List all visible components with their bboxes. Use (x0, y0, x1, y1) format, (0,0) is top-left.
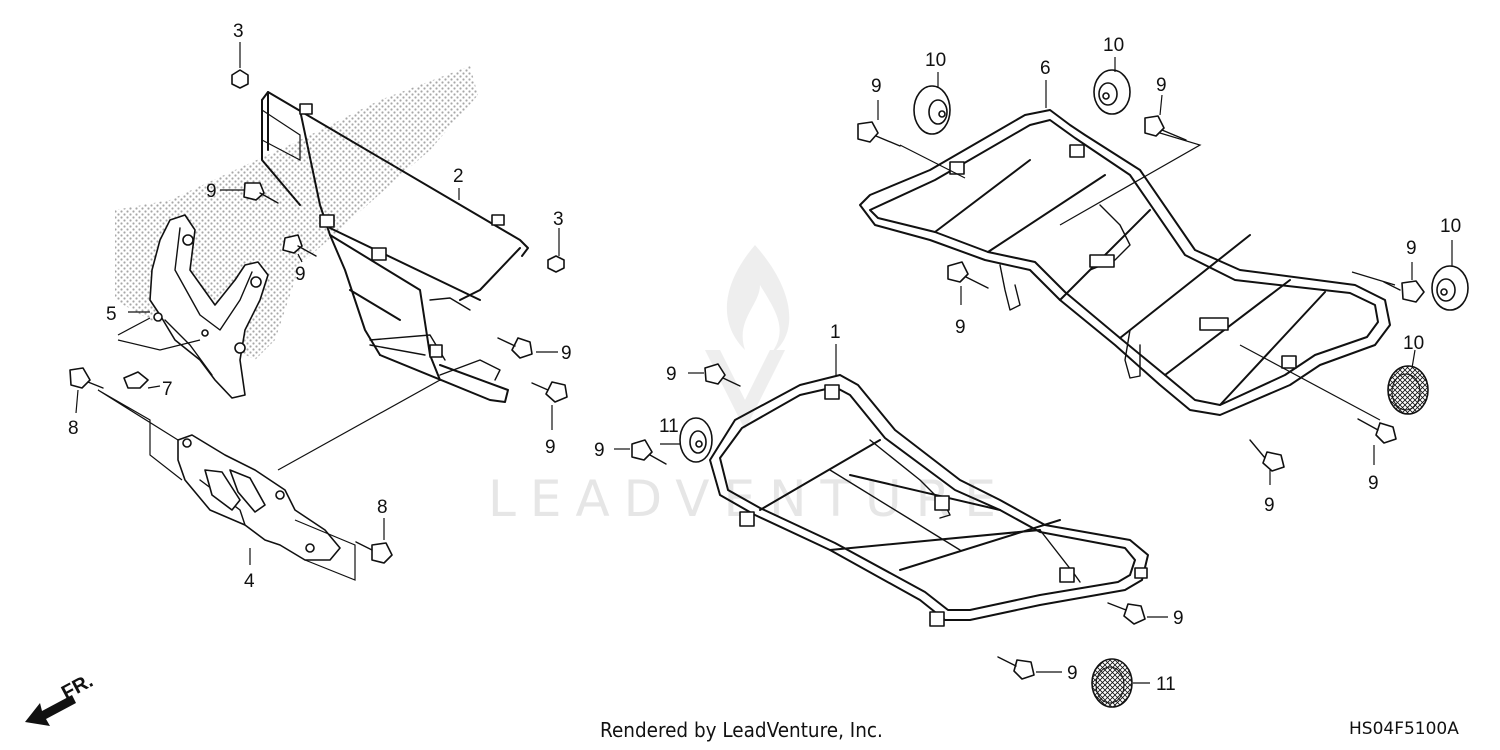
front-direction-arrow: FR. (25, 670, 97, 726)
front-direction-label: FR. (58, 670, 97, 705)
front-carrier (261, 91, 529, 403)
watermark-logo (705, 245, 790, 430)
callout-9: 9 (1406, 238, 1417, 259)
callout-9: 9 (1264, 495, 1275, 516)
callout-9: 9 (295, 264, 306, 285)
callouts: 3 2 3 9 9 9 9 5 7 8 8 4 1 9 9 11 6 9 10 … (68, 21, 1461, 695)
callout-10: 10 (1103, 35, 1124, 56)
callout-11: 11 (1156, 674, 1176, 695)
callout-5: 5 (106, 304, 117, 325)
callout-6: 6 (1040, 58, 1051, 79)
callout-9: 9 (561, 343, 572, 364)
callout-8: 8 (377, 497, 388, 518)
callout-10: 10 (1440, 216, 1461, 237)
diagram-code: HS04F5100A (1349, 719, 1459, 739)
callout-4: 4 (244, 571, 255, 592)
fender-shading (115, 66, 478, 360)
bolts (69, 69, 1469, 708)
callout-11: 11 (659, 416, 679, 437)
callout-9: 9 (871, 76, 882, 97)
callout-9: 9 (1156, 75, 1167, 96)
callout-9: 9 (666, 364, 677, 385)
callout-9: 9 (1067, 663, 1078, 684)
rendered-by-credit: Rendered by LeadVenture, Inc. (600, 718, 883, 742)
skid-plate (97, 379, 441, 581)
callout-3: 3 (553, 209, 564, 230)
callout-9: 9 (594, 440, 605, 461)
callout-3: 3 (233, 21, 244, 42)
callout-8: 8 (68, 418, 79, 439)
callout-10: 10 (925, 50, 946, 71)
callout-10: 10 (1403, 333, 1424, 354)
callout-9: 9 (1368, 473, 1379, 494)
callout-2: 2 (453, 166, 464, 187)
leader-lines (75, 42, 1453, 684)
callout-9: 9 (545, 437, 556, 458)
callout-7: 7 (162, 379, 173, 400)
callout-9: 9 (206, 181, 217, 202)
side-bracket (117, 214, 269, 399)
callout-1: 1 (830, 322, 841, 343)
callout-9: 9 (1173, 608, 1184, 629)
rear-upper-carrier (859, 109, 1396, 421)
rear-lower-carrier (709, 374, 1149, 627)
callout-9: 9 (955, 317, 966, 338)
